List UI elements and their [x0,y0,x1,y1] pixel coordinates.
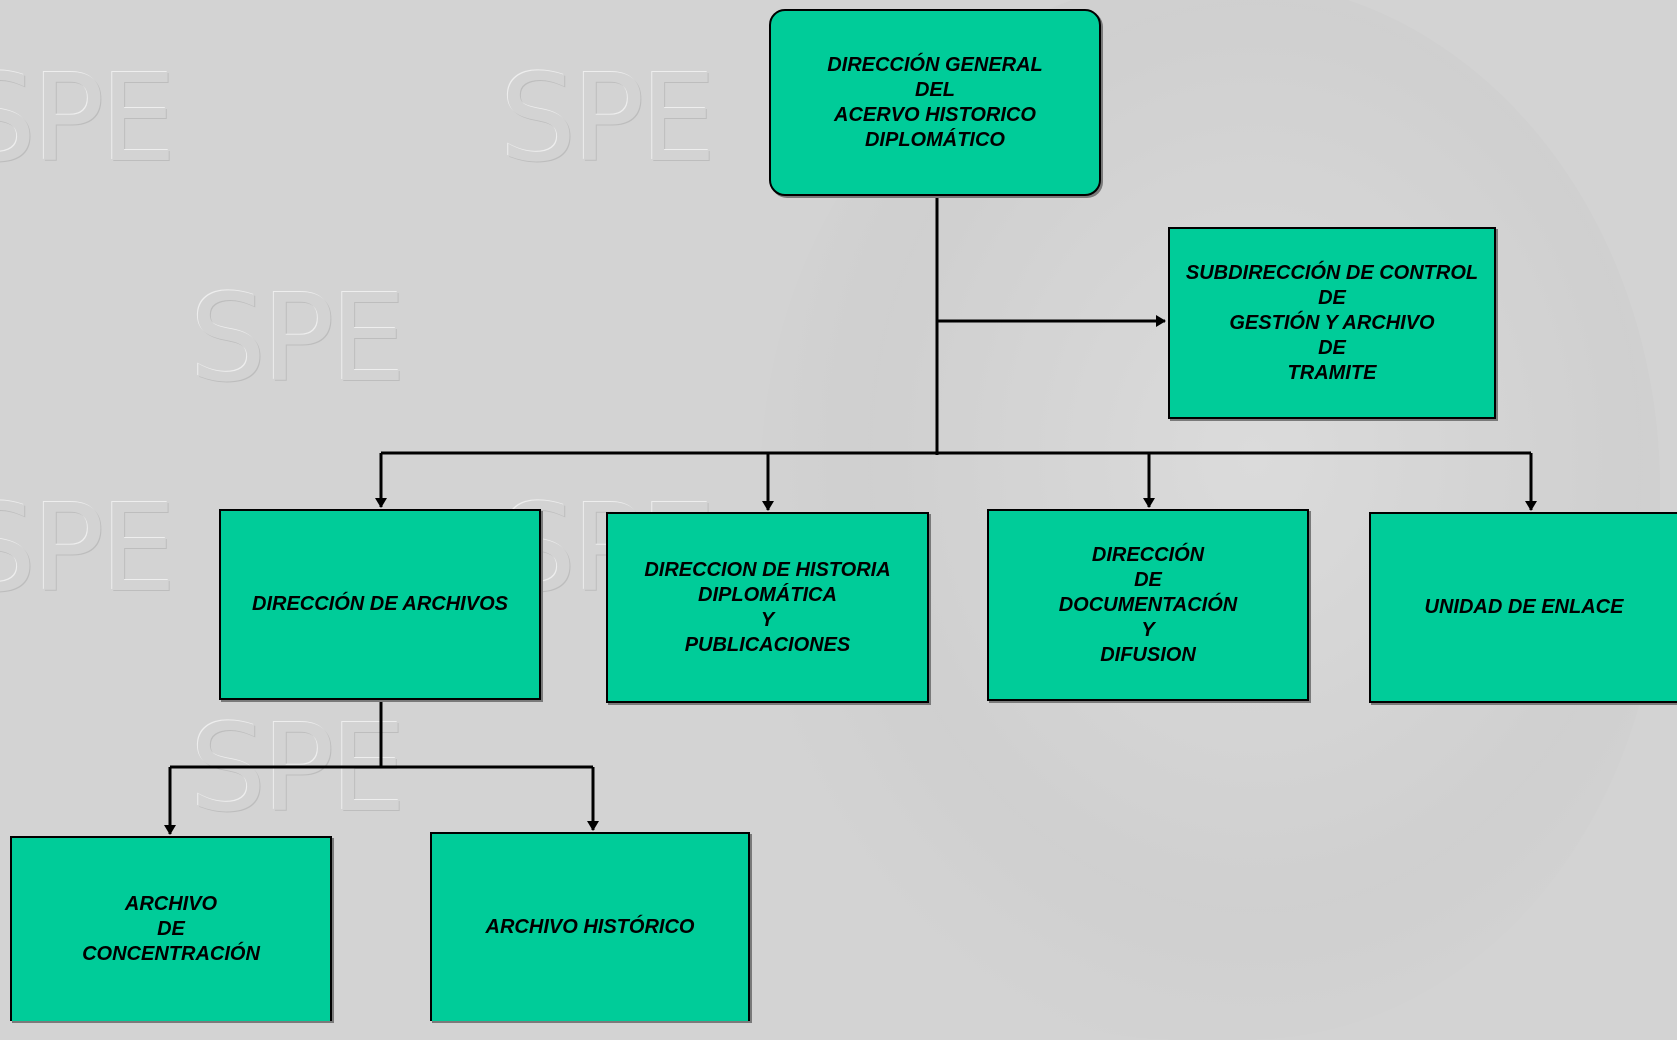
box-direccion-documentacion: DIRECCIÓN DE DOCUMENTACIÓN Y DIFUSION [987,509,1309,701]
watermark-spe: SPE [190,270,406,409]
watermark-spe: SPE [0,50,176,189]
box-archivo-historico: ARCHIVO HISTÓRICO [430,832,750,1021]
watermark-spe: SPE [0,480,176,619]
box-direccion-historia: DIRECCION DE HISTORIA DIPLOMÁTICA Y PUBL… [606,512,929,703]
box-direccion-archivos: DIRECCIÓN DE ARCHIVOS [219,509,541,700]
box-archivo-concentracion: ARCHIVO DE CONCENTRACIÓN [10,836,332,1021]
box-unidad-enlace: UNIDAD DE ENLACE [1369,512,1677,703]
box-subdireccion-control: SUBDIRECCIÓN DE CONTROL DE GESTIÓN Y ARC… [1168,227,1496,419]
watermark-spe: SPE [500,50,716,189]
box-direccion-general: DIRECCIÓN GENERAL DEL ACERVO HISTORICO D… [769,9,1101,196]
watermark-spe: SPE [190,700,406,839]
